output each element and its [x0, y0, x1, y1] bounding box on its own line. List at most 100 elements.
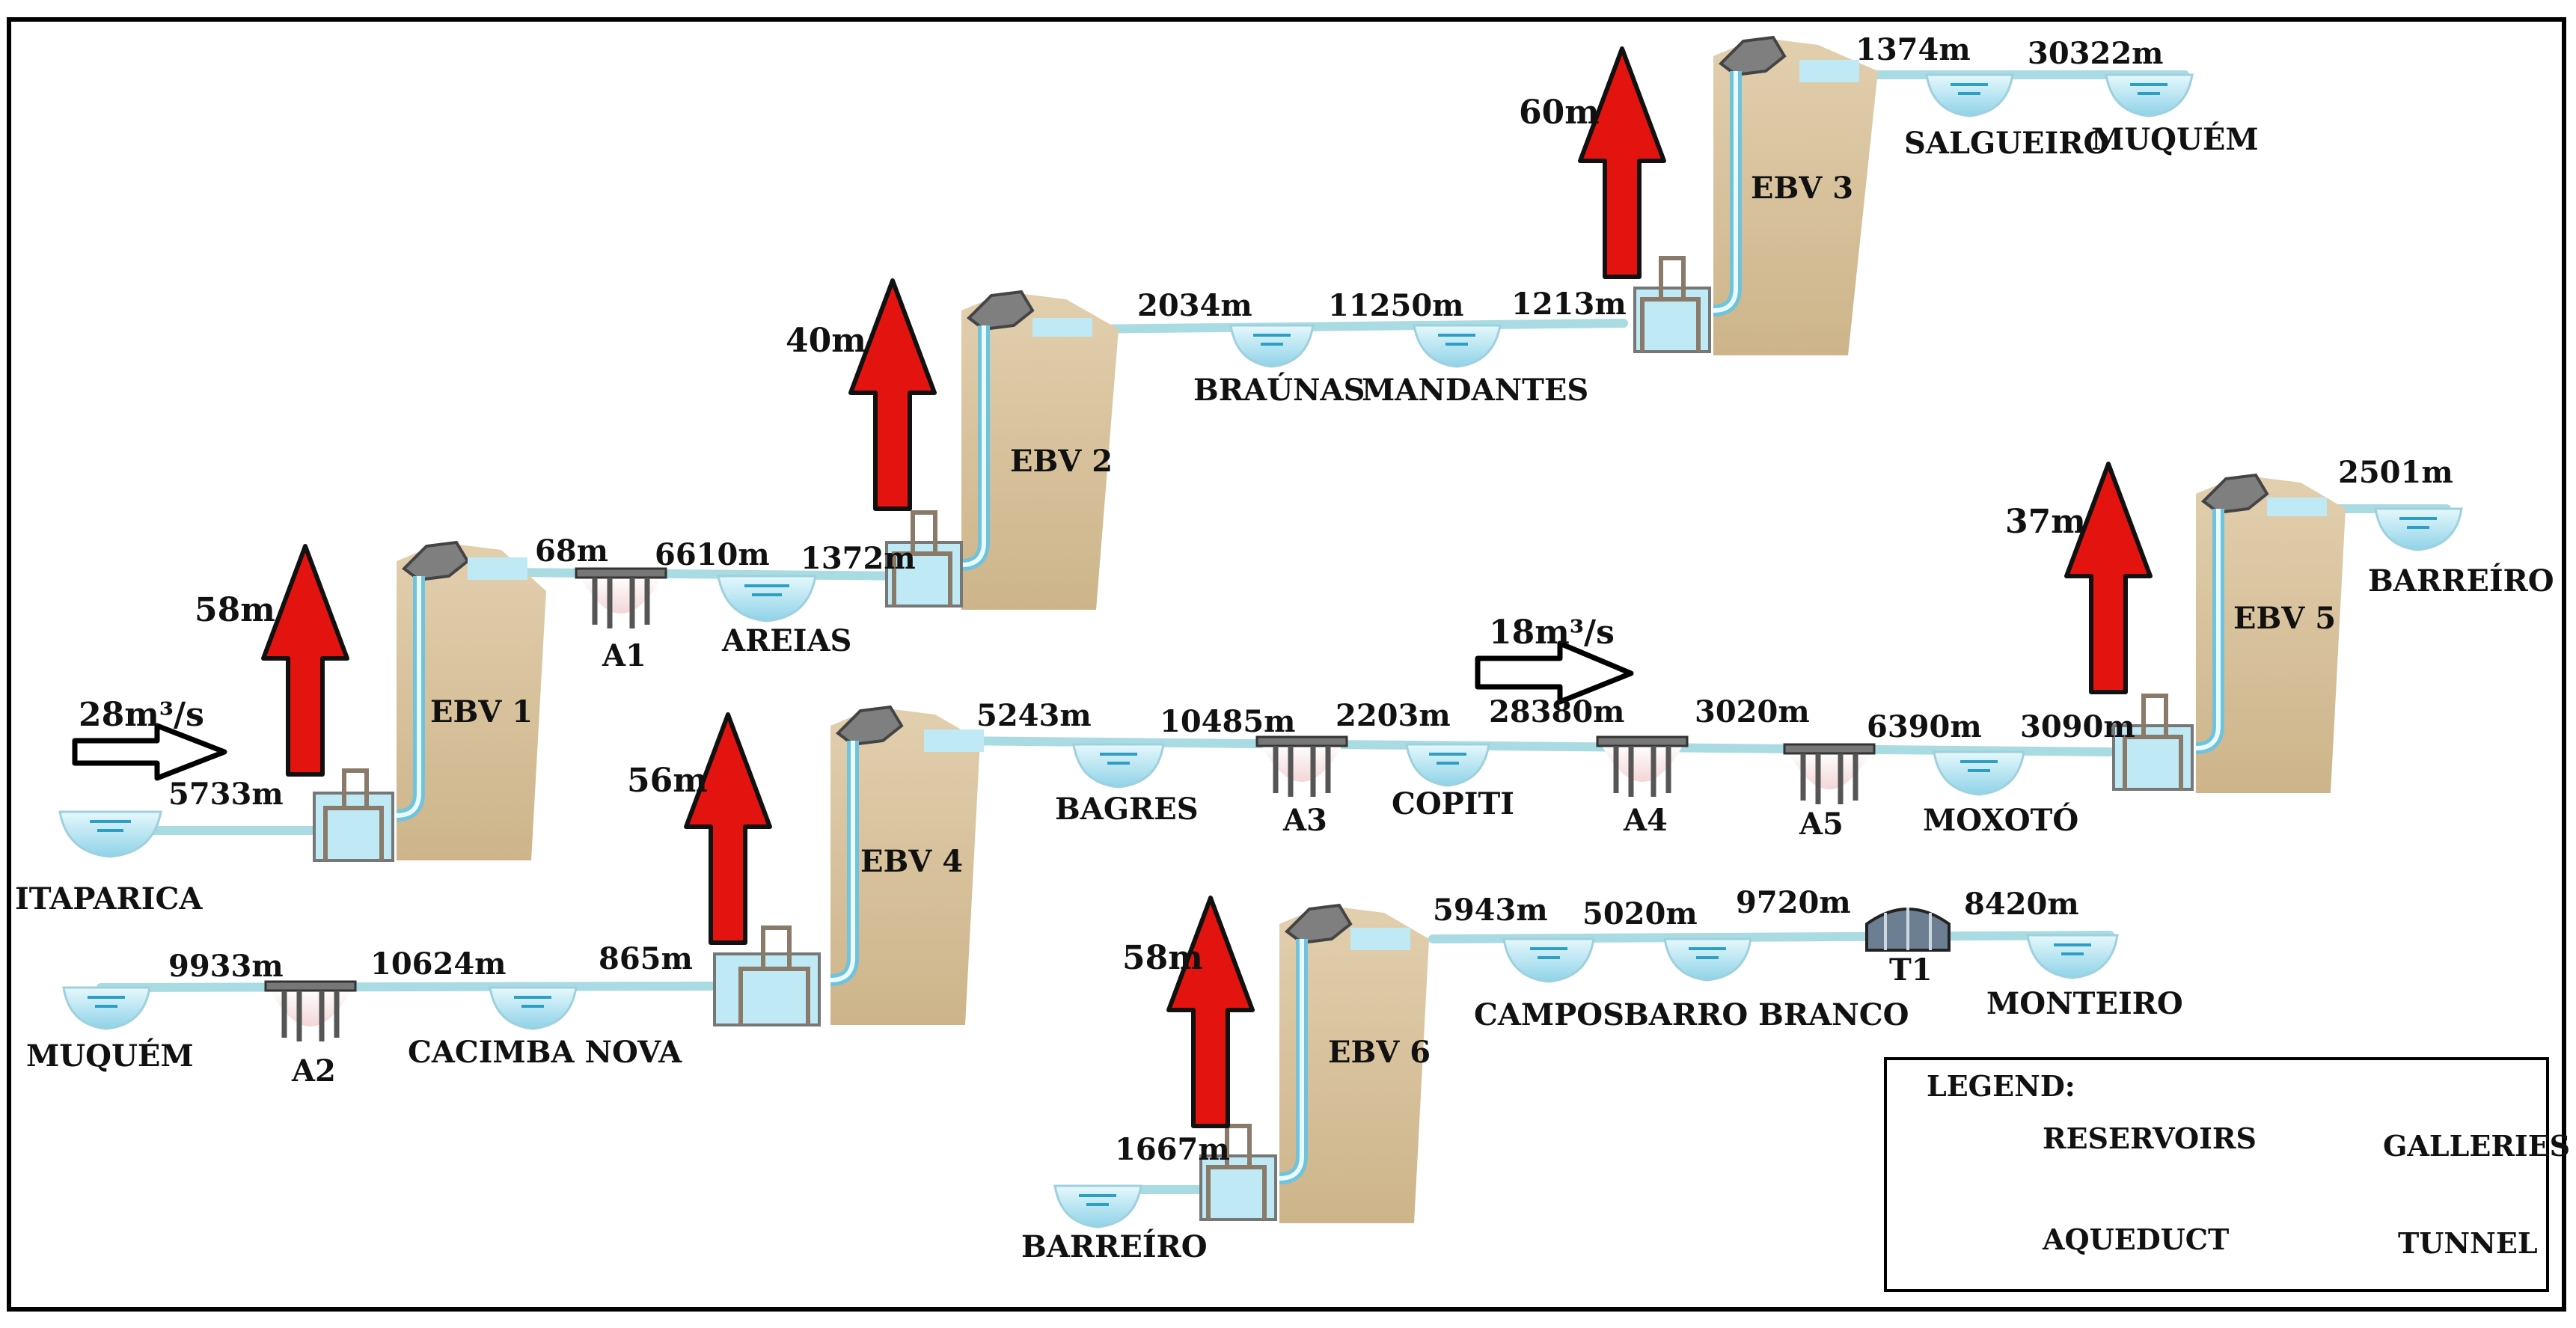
diagram-frame — [7, 17, 2566, 1312]
aqueduct-a4 — [1596, 735, 1689, 797]
lift-arrow-ebv6 — [1166, 896, 1255, 1128]
lift-arrow-ebv1 — [261, 544, 349, 777]
aqueduct-a5-piers — [1800, 753, 1858, 804]
dist-cacimba-ebv4: 865m — [599, 941, 693, 976]
label-braunas: BRAÚNAS — [1193, 373, 1365, 408]
legend-galleries-label: GALLERIES — [2383, 1129, 2570, 1163]
ebv6-pipe-edge — [1279, 939, 1304, 1181]
reservoir-barro-branco — [1663, 937, 1752, 982]
ebv6-label: EBV 6 — [1328, 1035, 1431, 1070]
ebv4-pump-house — [713, 952, 821, 1026]
ebv2-label: EBV 2 — [1010, 444, 1113, 479]
ebv4-outlet — [924, 729, 984, 752]
lift-arrow-ebv5 — [2064, 462, 2153, 694]
label-barreiro-right: BARREÍRO — [2368, 563, 2554, 599]
legend-title: LEGEND: — [1927, 1069, 2075, 1103]
reservoir-cacimba-nova — [489, 986, 578, 1030]
label-areias: AREIAS — [721, 623, 851, 658]
label-barro-branco: BARRO BRANCO — [1624, 997, 1909, 1032]
reservoir-mandantes — [1413, 324, 1502, 368]
tunnel-t1-ribs — [1884, 908, 1932, 950]
reservoir-bagres — [1072, 743, 1165, 789]
aqueduct-a4-piers — [1613, 746, 1671, 797]
dist-campos-barro-branco: 5020m — [1582, 896, 1698, 931]
pumping-station-ebv3 — [1633, 35, 1878, 355]
station-labels: EBV 1 EBV 2 EBV 3 EBV 4 EBV 5 EBV 6 — [430, 171, 2336, 1070]
dist-moxoto-ebv5: 3090m — [2020, 709, 2135, 744]
reservoir-barreiro-bottom — [1053, 1184, 1142, 1228]
label-campos: CAMPOS — [1474, 997, 1624, 1032]
aqueduct-a3 — [1255, 735, 1348, 797]
label-t1: T1 — [1889, 952, 1933, 988]
legend-tunnel-label: TUNNEL — [2398, 1226, 2538, 1260]
reservoir-monteiro — [2026, 934, 2119, 979]
reservoir-itaparica — [58, 810, 162, 858]
dist-ebv6-campos: 5943m — [1433, 893, 1548, 928]
reservoir-areias — [717, 575, 817, 622]
ebv3-outlet — [1799, 60, 1859, 82]
lift-label-ebv3: 60m — [1519, 94, 1600, 132]
pumping-station-ebv2 — [885, 290, 1119, 610]
ebv2-hill — [961, 292, 1119, 610]
pumping-station-ebv4 — [713, 705, 984, 1026]
dist-ebv1-a1: 68m — [535, 533, 608, 569]
label-moxoto: MOXOTÓ — [1923, 803, 2078, 838]
ebv6-hill — [1279, 905, 1429, 1223]
ebv4-pump-frame — [738, 925, 810, 1025]
reservoir-copiti — [1405, 743, 1490, 787]
dist-t1-monteiro: 8420m — [1964, 887, 2079, 922]
ebv3-hill — [1713, 37, 1878, 355]
label-mandantes: MANDANTES — [1362, 373, 1588, 408]
aqueduct-a3-bowl — [1261, 744, 1343, 782]
ebv5-pipe-edge — [2195, 509, 2221, 750]
ebv1-pump-frame — [323, 768, 384, 860]
dist-a3-copiti: 2203m — [1336, 698, 1451, 733]
flow-arrows — [72, 640, 1634, 781]
label-a1: A1 — [602, 638, 646, 673]
lift-arrow-ebv4 — [684, 712, 772, 945]
dist-ebv4-bagres: 5243m — [976, 698, 1092, 733]
ebv3-label: EBV 3 — [1751, 171, 1853, 206]
label-salgueiro: SALGUEIRO — [1904, 126, 2109, 161]
reservoir-moxoto — [1933, 750, 2025, 796]
label-muquem-top: MUQUÉM — [2091, 122, 2259, 157]
aqueduct-a5 — [1783, 743, 1876, 804]
label-a5: A5 — [1799, 807, 1844, 842]
aqueduct-a4-deck — [1596, 735, 1689, 747]
aqueduct-a3-deck — [1255, 735, 1348, 747]
label-itaparica: ITAPARICA — [15, 881, 203, 917]
ebv6-pump-frame — [1206, 1124, 1267, 1220]
dist-braunas-mandantes: 11250m — [1328, 288, 1463, 323]
ebv3-pipe-edge — [1713, 71, 1738, 313]
flow-arrow-east — [1475, 640, 1634, 705]
lift-label-ebv6: 58m — [1122, 939, 1203, 977]
dist-a2-cacimba: 10624m — [370, 946, 506, 982]
pumping-station-ebv6 — [1199, 903, 1429, 1223]
distance-labels: 5733m 68m 6610m 1372m 2034m 11250m 1213m… — [168, 32, 2453, 1167]
ebv1-outlet — [468, 557, 527, 580]
lift-label-ebv1: 58m — [195, 591, 275, 629]
dist-copiti-a4: 28380m — [1489, 694, 1624, 729]
ebv1-pipe-edge — [396, 576, 421, 818]
aqueduct-a1-piers — [592, 578, 650, 628]
dist-salgueiro-muquem: 30322m — [2028, 36, 2163, 71]
dist-muquem-a2: 9933m — [168, 949, 284, 984]
flow-east-label: 18m³/s — [1489, 613, 1615, 652]
flow-arrow-north — [72, 723, 227, 781]
aqueduct-a4-bowl — [1601, 744, 1683, 782]
legend-reservoirs-label: RESERVOIRS — [2043, 1122, 2257, 1155]
aqueduct-a2-deck — [264, 980, 357, 992]
label-barreiro-bottom: BARREÍRO — [1021, 1229, 1208, 1264]
dist-bagres-a3: 10485m — [1160, 704, 1295, 739]
legend: LEGEND: RESERVOIRS GALLERIES AQUEDUCT TU… — [1884, 1057, 2570, 1292]
reservoir-salgueiro — [1925, 73, 2014, 117]
label-a4: A4 — [1623, 803, 1668, 838]
dist-ebv3-salgueiro: 1374m — [1855, 32, 1971, 67]
dist-a5-moxoto: 6390m — [1867, 709, 1982, 744]
dist-barreiro-ebv6: 1667m — [1115, 1132, 1230, 1167]
reservoir-braunas — [1229, 324, 1315, 368]
lift-label-ebv2: 40m — [786, 322, 866, 360]
lift-label-ebv4: 56m — [627, 762, 708, 800]
flow-north-label: 28m³/s — [79, 696, 204, 734]
